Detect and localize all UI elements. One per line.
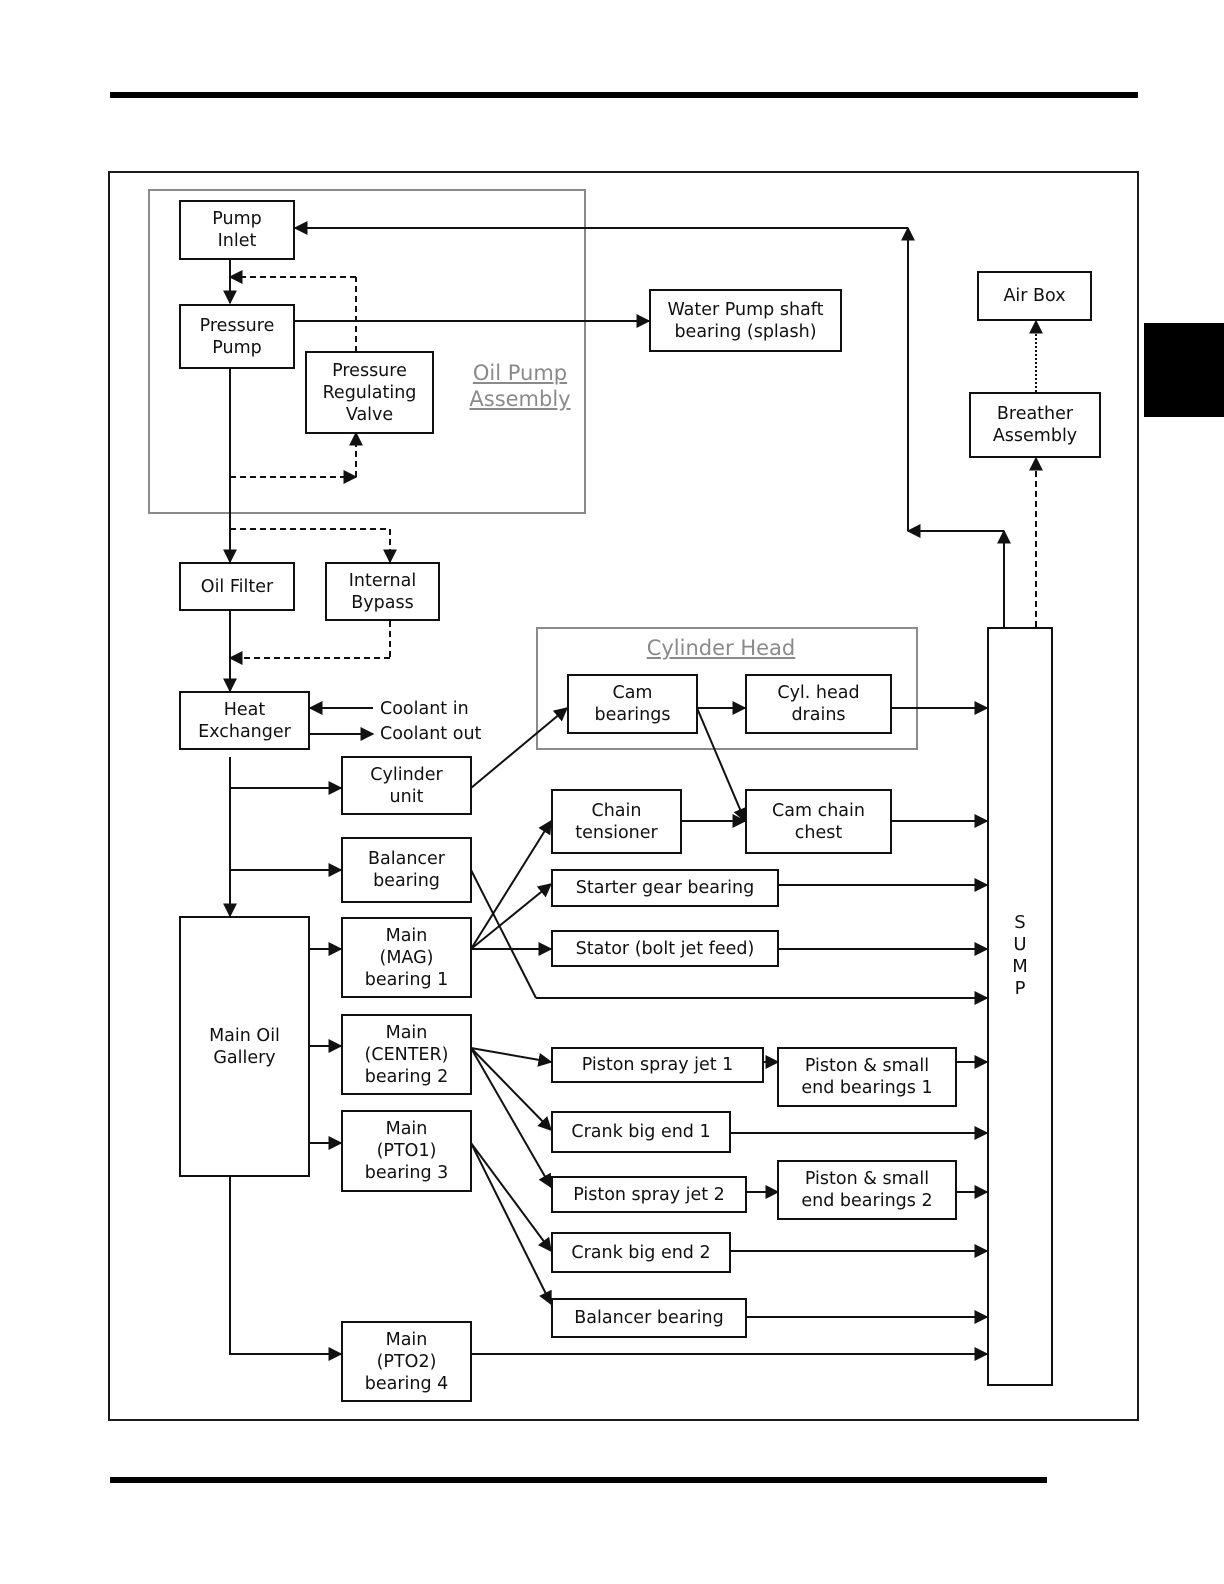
sump-box: S U M P — [987, 627, 1053, 1386]
main-pto2-bearing-4-box: Main (PTO2) bearing 4 — [341, 1321, 472, 1402]
cyl-head-drains-box: Cyl. head drains — [745, 674, 892, 734]
main-mag-bearing-1-box: Main (MAG) bearing 1 — [341, 917, 472, 998]
cylinder-head-label: Cylinder Head — [646, 636, 796, 660]
cam-chain-chest-box: Cam chain chest — [745, 789, 892, 854]
stator-bolt-jet-feed-box: Stator (bolt jet feed) — [551, 930, 779, 967]
breather-assembly-box: Breather Assembly — [969, 392, 1101, 458]
internal-bypass-box: Internal Bypass — [325, 562, 440, 621]
air-box-box: Air Box — [977, 271, 1092, 321]
cylinder-head-group — [536, 627, 918, 750]
crank-big-end-2-box: Crank big end 2 — [551, 1232, 731, 1273]
pressure-pump-box: Pressure Pump — [179, 304, 295, 369]
starter-gear-bearing-box: Starter gear bearing — [551, 869, 779, 907]
coolant-out-label: Coolant out — [380, 724, 482, 744]
bottom-rule — [110, 1477, 1047, 1483]
main-pto1-bearing-3-box: Main (PTO1) bearing 3 — [341, 1110, 472, 1192]
cam-bearings-box: Cam bearings — [567, 674, 698, 734]
pressure-regulating-valve-box: Pressure Regulating Valve — [305, 351, 434, 434]
balancer-bearing-upper-box: Balancer bearing — [341, 837, 472, 903]
heat-exchanger-box: Heat Exchanger — [179, 691, 310, 750]
piston-spray-jet-1-box: Piston spray jet 1 — [551, 1047, 764, 1083]
piston-small-end-bearings-2-box: Piston & small end bearings 2 — [777, 1160, 957, 1220]
chapter-tab — [1144, 323, 1224, 417]
pump-inlet-box: Pump Inlet — [179, 200, 295, 260]
main-oil-gallery-box: Main Oil Gallery — [179, 916, 310, 1177]
oil-pump-assembly-group — [148, 189, 586, 514]
piston-small-end-bearings-1-box: Piston & small end bearings 1 — [777, 1047, 957, 1107]
coolant-in-label: Coolant in — [380, 699, 469, 719]
water-pump-shaft-bearing-box: Water Pump shaft bearing (splash) — [649, 289, 842, 352]
oil-pump-assembly-label: Oil Pump Assembly — [469, 361, 571, 411]
piston-spray-jet-2-box: Piston spray jet 2 — [551, 1176, 747, 1213]
diagram-frame — [108, 171, 1139, 1421]
cylinder-unit-box: Cylinder unit — [341, 756, 472, 815]
chain-tensioner-box: Chain tensioner — [551, 789, 682, 854]
crank-big-end-1-box: Crank big end 1 — [551, 1111, 731, 1153]
balancer-bearing-lower-box: Balancer bearing — [551, 1298, 747, 1338]
main-center-bearing-2-box: Main (CENTER) bearing 2 — [341, 1014, 472, 1095]
top-rule — [110, 92, 1138, 98]
oil-filter-box: Oil Filter — [179, 562, 295, 611]
